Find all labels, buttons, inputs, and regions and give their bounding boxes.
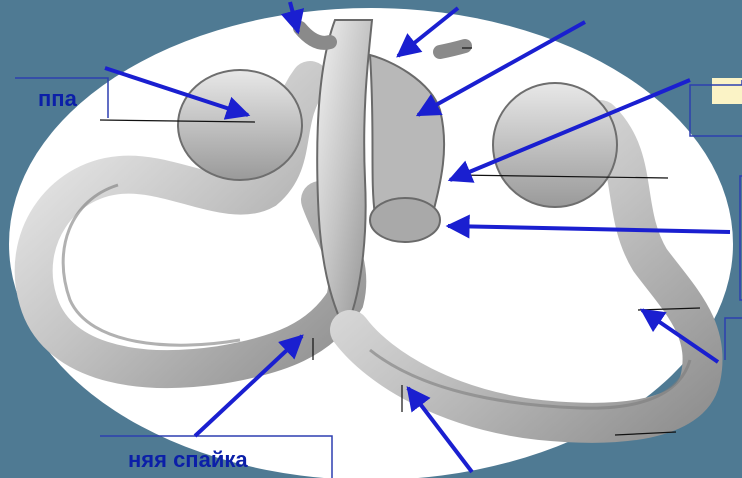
- right-tube: [440, 46, 465, 52]
- pillar-base: [370, 198, 440, 242]
- highlight-strip: [712, 78, 742, 104]
- label-top-left: ппа: [38, 88, 77, 110]
- left-head: [178, 70, 302, 180]
- label-bottom-left: няя спайка: [128, 449, 248, 471]
- right-head: [493, 83, 617, 207]
- label-box-right-3: [725, 318, 742, 360]
